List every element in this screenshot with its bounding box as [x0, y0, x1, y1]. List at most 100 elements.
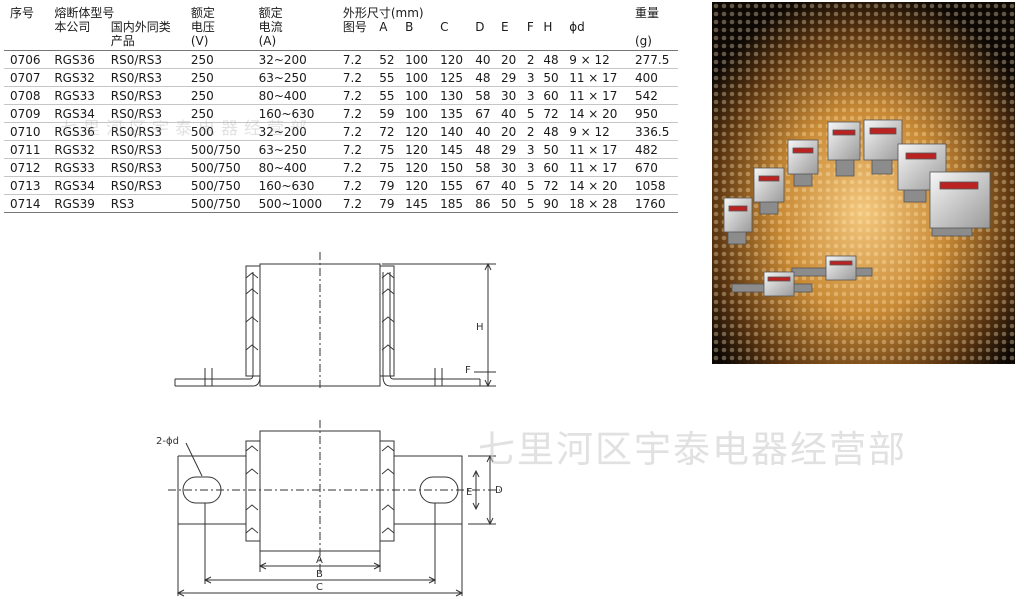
- table-cell: 30: [495, 158, 521, 177]
- table-cell: 145: [399, 194, 435, 213]
- table-cell: 0709: [4, 104, 49, 123]
- side-view: [174, 252, 496, 390]
- table-cell: 60: [537, 158, 564, 177]
- table-cell: 29: [495, 68, 521, 87]
- table-cell: 50: [495, 194, 521, 213]
- table-cell: 20: [495, 50, 521, 69]
- table-cell: 250: [184, 104, 253, 123]
- table-cell: 500: [184, 122, 253, 141]
- table-cell: RS0/RS3: [104, 122, 185, 141]
- table-cell: 50: [537, 140, 564, 159]
- product-photo: [712, 2, 1015, 364]
- table-cell: 80~400: [252, 86, 337, 105]
- table-cell: RS0/RS3: [104, 176, 185, 195]
- table-cell: 120: [434, 50, 470, 69]
- table-cell: RGS34: [48, 176, 105, 195]
- table-cell: 72: [537, 104, 564, 123]
- table-cell: 120: [399, 158, 435, 177]
- header-model-company: 本公司: [54, 20, 91, 34]
- table-cell: 0707: [4, 68, 49, 87]
- table-cell: RGS32: [48, 68, 105, 87]
- table-cell: 100: [399, 104, 435, 123]
- table-cell: 145: [434, 140, 470, 159]
- table-cell: 7.2: [336, 86, 374, 105]
- table-cell: 30: [495, 86, 521, 105]
- table-cell: 150: [434, 158, 470, 177]
- table-cell: RS0/RS3: [104, 50, 185, 69]
- table-cell: 250: [184, 86, 253, 105]
- table-cell: 100: [399, 50, 435, 69]
- header-model-equiv-2: 产品: [104, 34, 185, 51]
- header-seq: 序号: [10, 6, 35, 20]
- table-cell: 500/750: [184, 194, 253, 213]
- table-cell: 130: [434, 86, 470, 105]
- table-cell: 277.5: [628, 50, 678, 69]
- table-cell: 60: [537, 86, 564, 105]
- table-cell: 160~630: [252, 176, 337, 195]
- table-cell: 79: [373, 176, 400, 195]
- table-cell: 670: [628, 158, 678, 177]
- table-cell: RGS36: [48, 122, 105, 141]
- table-cell: 11 × 17: [563, 158, 629, 177]
- table-cell: 14 × 20: [563, 176, 629, 195]
- table-cell: 20: [495, 122, 521, 141]
- table-cell: 58: [469, 86, 496, 105]
- table-cell: 40: [469, 122, 496, 141]
- header-current-2: 电流: [258, 20, 283, 34]
- header-phi: ϕd: [569, 20, 585, 34]
- table-cell: 32~200: [252, 122, 337, 141]
- table-cell: 48: [469, 68, 496, 87]
- table-cell: 120: [399, 176, 435, 195]
- header-dims: 外形尺寸(mm): [342, 6, 424, 20]
- table-cell: 58: [469, 158, 496, 177]
- table-cell: 7.2: [336, 176, 374, 195]
- table-cell: RS3: [104, 194, 185, 213]
- table-cell: 11 × 17: [563, 140, 629, 159]
- table-cell: 155: [434, 176, 470, 195]
- table-cell: 250: [184, 50, 253, 69]
- header-d: D: [475, 20, 485, 34]
- table-cell: 160~630: [252, 104, 337, 123]
- table-cell: 48: [469, 140, 496, 159]
- table-cell: RGS33: [48, 158, 105, 177]
- table-cell: 0706: [4, 50, 49, 69]
- table-cell: 63~250: [252, 68, 337, 87]
- header-c: C: [440, 20, 449, 34]
- header-e: E: [501, 20, 509, 34]
- table-cell: 0710: [4, 122, 49, 141]
- table-cell: 542: [628, 86, 678, 105]
- table-cell: 50: [537, 68, 564, 87]
- fuse-dimension-drawing: H F 2-ϕd E D A B C: [156, 252, 503, 597]
- table-cell: 400: [628, 68, 678, 87]
- table-cell: 0708: [4, 86, 49, 105]
- table-cell: 0713: [4, 176, 49, 195]
- table-cell: 500~1000: [252, 194, 337, 213]
- table-cell: 336.5: [628, 122, 678, 141]
- table-cell: 120: [399, 122, 435, 141]
- table-cell: 500/750: [184, 158, 253, 177]
- table-cell: 67: [469, 176, 496, 195]
- table-cell: 1058: [628, 176, 678, 195]
- table-cell: 120: [399, 140, 435, 159]
- table-cell: 29: [495, 140, 521, 159]
- table-cell: 7.2: [336, 194, 374, 213]
- table-cell: 125: [434, 68, 470, 87]
- table-cell: RS0/RS3: [104, 140, 185, 159]
- table-cell: RS0/RS3: [104, 158, 185, 177]
- table-cell: 59: [373, 104, 400, 123]
- table-cell: 135: [434, 104, 470, 123]
- header-voltage-2: 电压: [190, 20, 215, 34]
- table-cell: 140: [434, 122, 470, 141]
- label-b: B: [316, 569, 323, 580]
- table-cell: 100: [399, 86, 435, 105]
- table-cell: 5: [520, 176, 538, 195]
- table-cell: RGS39: [48, 194, 105, 213]
- table-cell: 9 × 12: [563, 122, 629, 141]
- label-c: C: [316, 582, 323, 593]
- table-cell: 3: [520, 140, 538, 159]
